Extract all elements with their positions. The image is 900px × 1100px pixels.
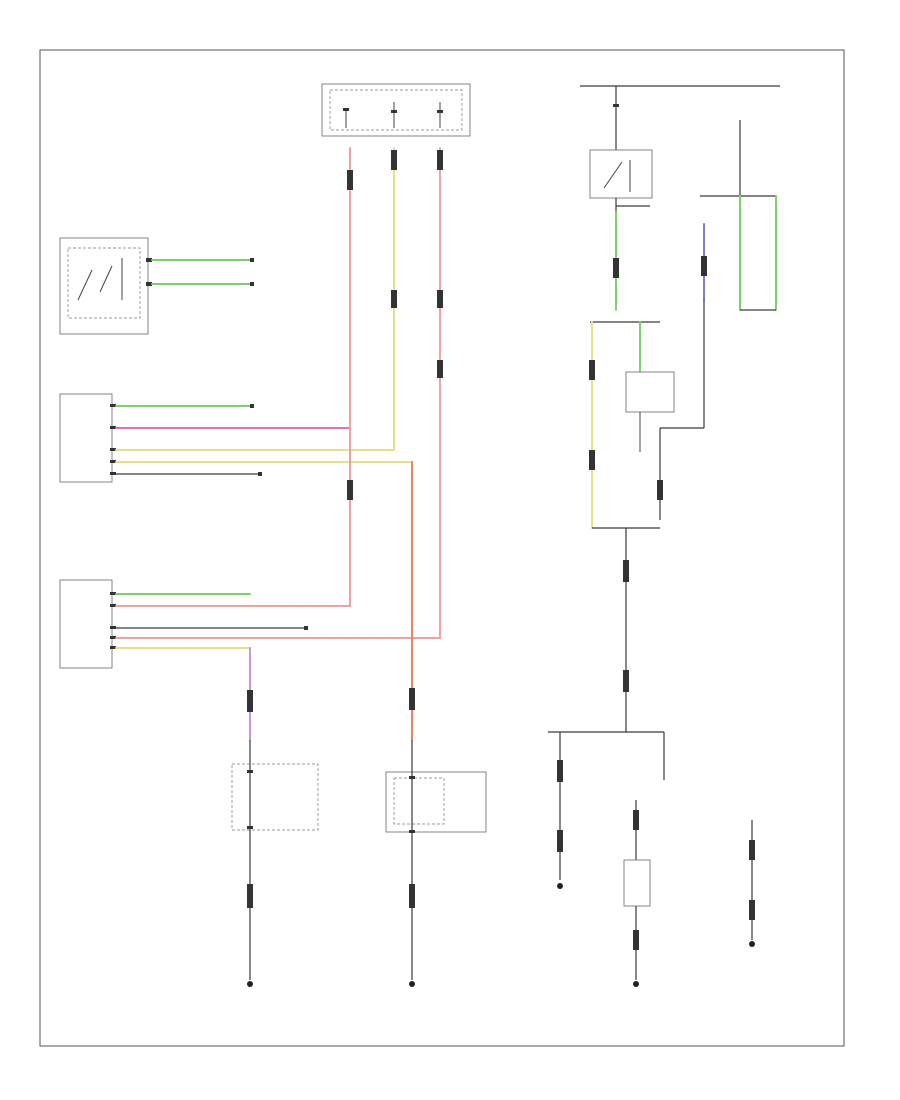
wire-yellow-2 bbox=[115, 461, 413, 731]
module-switch-top-left bbox=[59, 237, 152, 335]
fuse-block-right bbox=[580, 85, 780, 212]
fuse-block-left bbox=[321, 83, 471, 137]
wire-red-2 bbox=[115, 147, 441, 639]
ground-left bbox=[247, 981, 253, 987]
ground-right-3 bbox=[749, 941, 755, 947]
module-lower-right bbox=[623, 859, 651, 980]
wire-red-1 bbox=[115, 147, 351, 607]
module-right-relay bbox=[625, 371, 675, 452]
module-lower-left bbox=[231, 740, 319, 980]
module-lower-mid bbox=[385, 740, 487, 980]
module-left-front bbox=[59, 393, 116, 483]
module-right-front bbox=[59, 579, 116, 669]
ground-right-2 bbox=[633, 981, 639, 987]
diagram-frame bbox=[39, 49, 845, 1047]
ground-right-1 bbox=[557, 883, 563, 889]
ground-mid bbox=[409, 981, 415, 987]
